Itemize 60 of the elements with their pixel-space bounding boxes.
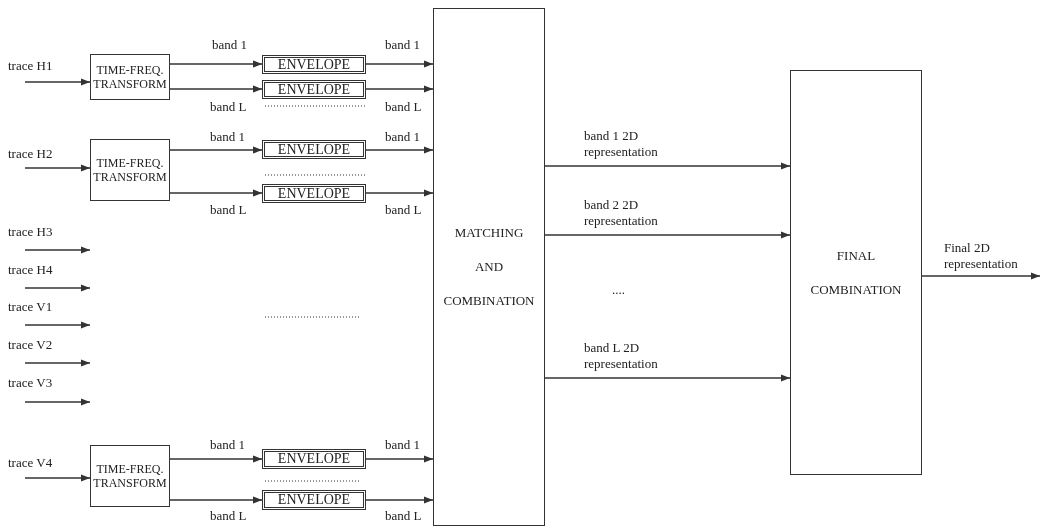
input-label: trace V2 <box>8 337 70 363</box>
arrow <box>24 474 91 482</box>
arrow <box>365 496 434 504</box>
input-label: trace V4 <box>8 455 70 478</box>
arrow <box>169 60 263 68</box>
edge-label: Final 2D representation <box>944 240 1019 273</box>
process-box: FINAL COMBINATION <box>790 70 922 475</box>
arrow <box>24 398 91 406</box>
envelope-box: ENVELOPE <box>262 490 366 510</box>
envelope-box: ENVELOPE <box>262 449 366 469</box>
edge-label: band 1 <box>385 129 421 146</box>
arrow <box>544 374 791 382</box>
process-box: TIME-FREQ. TRANSFORM <box>90 139 170 201</box>
edge-label: band 2 2D representation <box>584 197 659 230</box>
arrow <box>921 272 1041 280</box>
input-label: trace V3 <box>8 375 70 402</box>
arrow <box>169 496 263 504</box>
edge-label: band 1 <box>210 129 246 146</box>
arrow <box>169 85 263 93</box>
edge-label: band L <box>210 508 247 525</box>
arrow <box>24 164 91 172</box>
arrow <box>169 146 263 154</box>
edge-label: band L <box>210 202 247 219</box>
arrow <box>24 284 91 292</box>
arrow <box>365 60 434 68</box>
process-box: MATCHING AND COMBINATION <box>433 8 545 526</box>
arrow <box>544 162 791 170</box>
process-box: TIME-FREQ. TRANSFORM <box>90 54 170 100</box>
edge-label: band L 2D representation <box>584 340 659 373</box>
input-label: trace H1 <box>8 58 70 82</box>
input-label: trace V1 <box>8 299 70 325</box>
envelope-box: ENVELOPE <box>262 55 366 74</box>
envelope-box: ENVELOPE <box>262 140 366 159</box>
edge-label: band 1 <box>212 37 248 54</box>
arrow <box>24 321 91 329</box>
arrow <box>24 246 91 254</box>
edge-label: band L <box>385 508 422 525</box>
arrow <box>169 189 263 197</box>
edge-label: band 1 <box>385 37 421 54</box>
envelope-box: ENVELOPE <box>262 80 366 99</box>
edge-label: band 1 2D representation <box>584 128 659 161</box>
arrow <box>365 146 434 154</box>
arrow <box>24 359 91 367</box>
input-label: trace H2 <box>8 146 70 168</box>
edge-label: band L <box>210 99 247 116</box>
edge-label: band L <box>385 99 422 116</box>
input-label: trace H4 <box>8 262 70 288</box>
ellipsis-text: .... <box>612 282 625 299</box>
arrow <box>365 85 434 93</box>
arrow <box>544 231 791 239</box>
arrow <box>24 78 91 86</box>
edge-label: band L <box>385 202 422 219</box>
arrow <box>365 189 434 197</box>
envelope-box: ENVELOPE <box>262 184 366 203</box>
input-label: trace H3 <box>8 224 70 250</box>
arrow <box>169 455 263 463</box>
arrow <box>365 455 434 463</box>
edge-label: band 1 <box>210 437 246 454</box>
process-box: TIME-FREQ. TRANSFORM <box>90 445 170 507</box>
edge-label: band 1 <box>385 437 421 454</box>
